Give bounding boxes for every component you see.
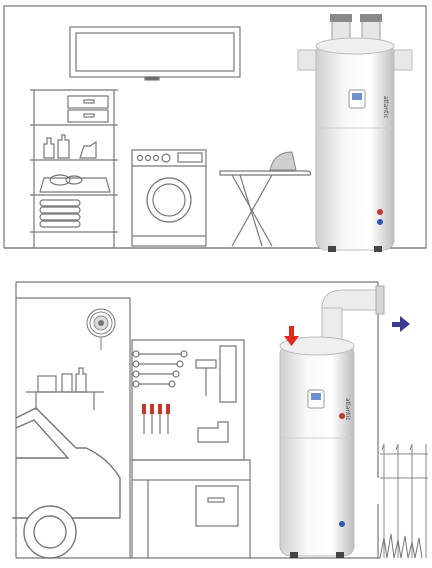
- car-icon: [12, 407, 121, 559]
- heater-brand-label-top: atlantic: [382, 96, 389, 119]
- grass-icon: [379, 533, 423, 559]
- wall-fan-icon: [86, 308, 116, 350]
- air-conditioner-icon: [69, 26, 241, 81]
- utility-room-svg: atlantic: [3, 5, 427, 252]
- shelf-unit-icon: [30, 89, 118, 248]
- garage-illustration: atlantic: [0, 268, 432, 568]
- iron-icon: [269, 151, 297, 171]
- washing-machine-icon: [131, 149, 207, 247]
- utility-room-illustration: atlantic: [0, 0, 432, 260]
- arrow-right-icon: [392, 316, 410, 332]
- heat-pump-water-heater-icon: [279, 285, 385, 558]
- ironing-board-icon: [219, 170, 312, 247]
- garage-svg: atlantic: [12, 281, 428, 559]
- arrow-down-icon: [284, 326, 299, 346]
- garage-frame: [15, 281, 380, 559]
- heater-brand-label-bottom: atlantic: [344, 398, 351, 421]
- heat-pump-water-heater-icon: [297, 14, 413, 252]
- tool-board-icon: [131, 339, 245, 461]
- shelf-icon: [26, 367, 104, 410]
- workbench-icon: [131, 459, 251, 558]
